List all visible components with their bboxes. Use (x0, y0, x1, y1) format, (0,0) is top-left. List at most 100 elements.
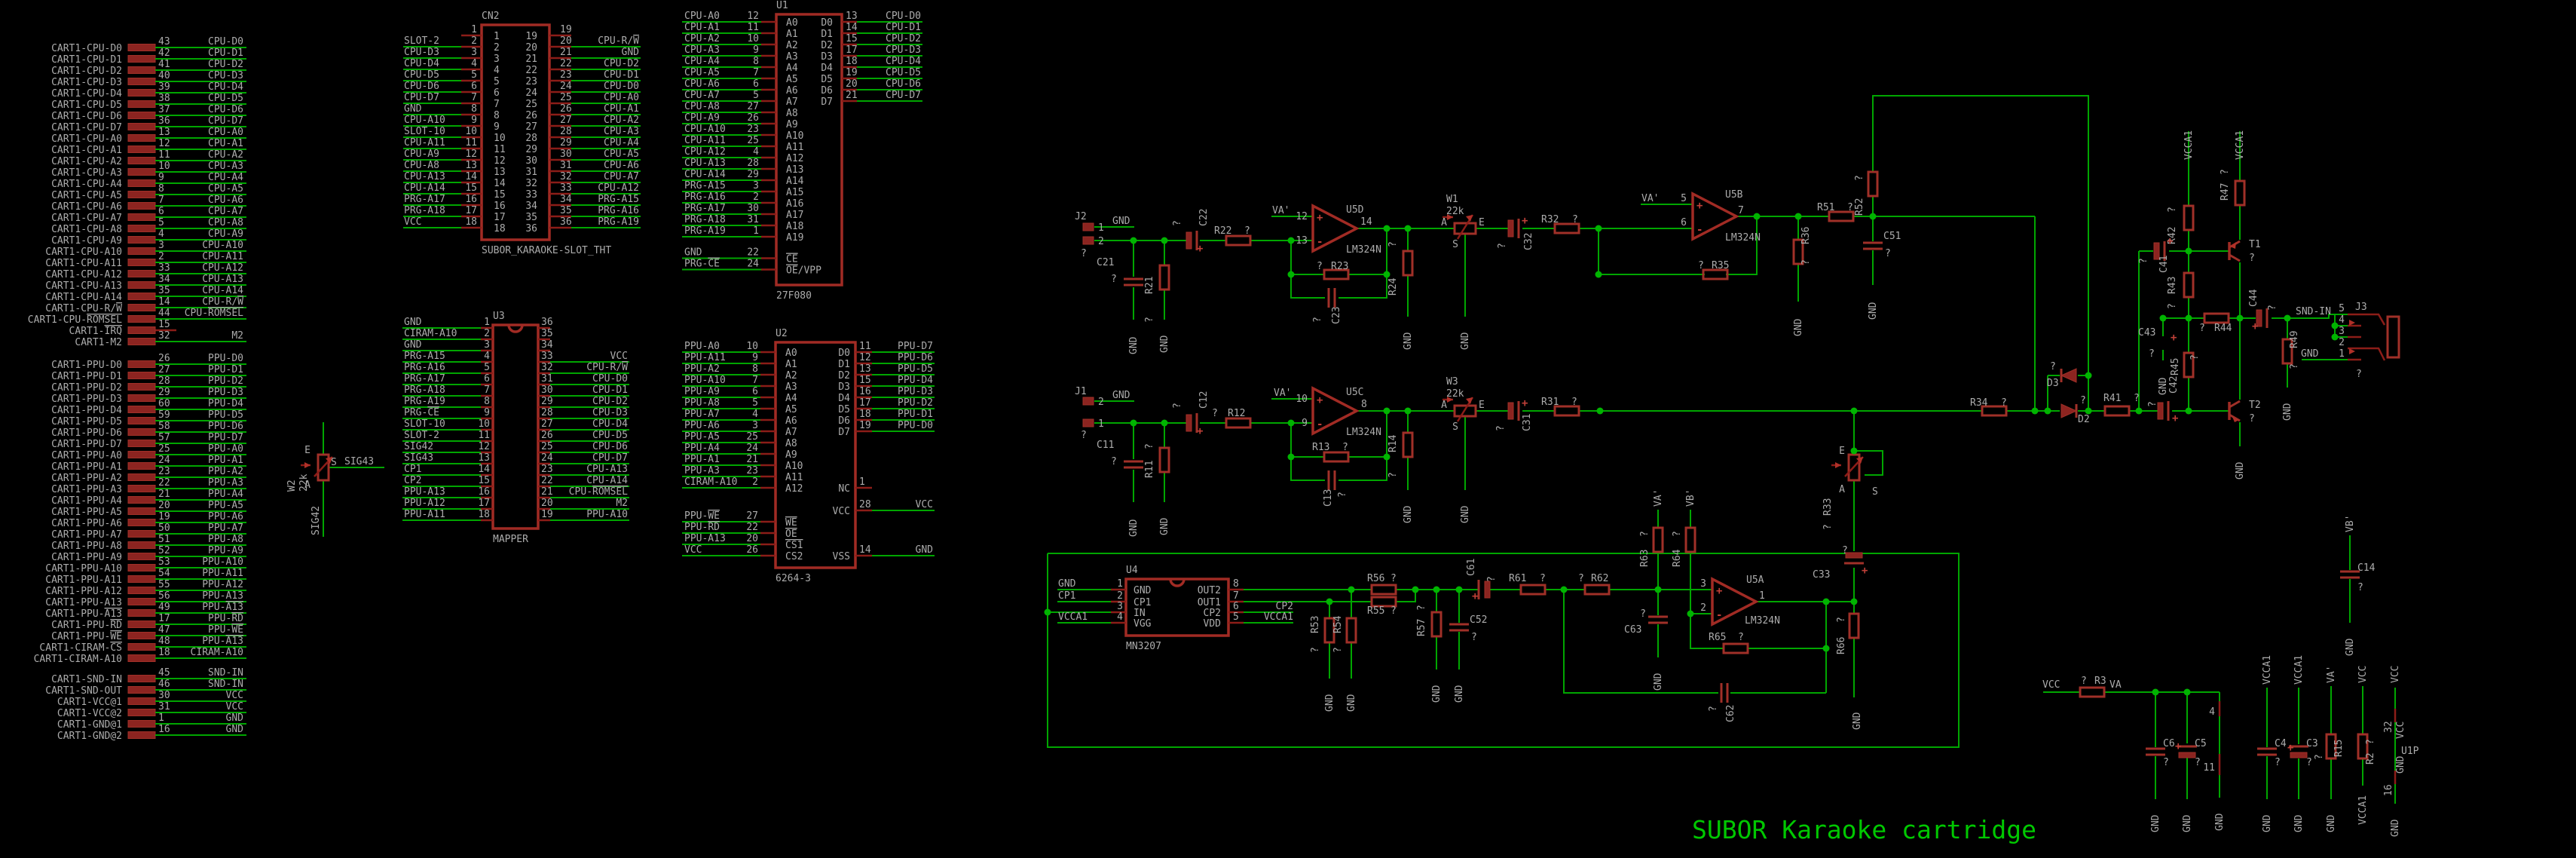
label: + (1522, 397, 1528, 409)
label: E (1839, 446, 1845, 457)
connector-pin-label: CART1-CPU-A5 (51, 190, 122, 201)
capacitor-polarized (1186, 231, 1192, 250)
net-label: CPU-D2 (592, 396, 628, 407)
label: C44 (2248, 289, 2259, 307)
pin-name: A8 (785, 438, 797, 449)
pin-name: 23 (525, 76, 537, 87)
label: R21 (1144, 277, 1155, 294)
label: 4 (2209, 706, 2215, 718)
pin-number: 7 (753, 67, 759, 78)
power-label: VCC (2357, 666, 2369, 683)
net-label: PPU-A5 (208, 500, 243, 511)
connector-pad (1082, 418, 1094, 427)
pin-name: 7 (494, 99, 500, 110)
connector-pad (1082, 222, 1094, 231)
connector-pin-label: CART1-PPU-A8 (51, 541, 122, 552)
connector-pin-label: CART1-GND@2 (57, 731, 122, 742)
connector-pin-label: CART1-CPU-A8 (51, 224, 122, 235)
label: R65 (1709, 632, 1726, 643)
net-label: PRG-A16 (404, 362, 445, 373)
power-label: GND (2345, 638, 2356, 656)
pin-number: 14 (465, 171, 477, 182)
opamp-minus-icon: - (1317, 236, 1323, 248)
label: ? (1144, 443, 1155, 449)
connector-pad (127, 168, 156, 176)
connector-pin-label: CART1-GND@1 (57, 719, 122, 731)
connector-pin-label: CART1-PPU-A4 (51, 495, 122, 507)
net-label: PPU-A7 (684, 409, 720, 420)
label: VA' (2326, 666, 2337, 683)
pin-name: OUT1 (1198, 597, 1221, 608)
potentiometer (1453, 404, 1477, 418)
pin-number: 7 (471, 92, 477, 103)
label: ? (2163, 757, 2169, 768)
resistor (1158, 264, 1170, 291)
net-label: GND (916, 544, 934, 556)
pin-number: 12 (158, 138, 170, 149)
net-label: VCC (404, 216, 421, 228)
pin-number: 8 (1233, 578, 1239, 590)
label: VCCA1 (2357, 795, 2369, 825)
connector-pad (127, 553, 156, 560)
net-label: GND (622, 47, 640, 58)
resistor (2325, 733, 2337, 760)
net-label: CPU-D4 (208, 81, 243, 93)
label: 32 (2383, 721, 2394, 733)
net-label: CPU-A7 (684, 90, 720, 101)
junction-dot (1287, 453, 1295, 461)
resistor (1684, 526, 1696, 553)
connector-pad (127, 417, 156, 424)
label: C21 (1097, 257, 1114, 268)
connector-pad (127, 134, 156, 142)
label: R45 (2170, 358, 2181, 375)
net-label: PPU-D6 (898, 352, 933, 363)
junction-dot (1130, 237, 1137, 244)
pin-name: A5 (786, 74, 798, 85)
wire (1854, 450, 1883, 476)
pin-number: 20 (846, 78, 858, 90)
connector-pin-label: CART1-PPU-A9 (51, 552, 122, 563)
pin-number: 29 (560, 137, 572, 149)
net-label: PPU-D1 (208, 364, 243, 375)
pin-name: NC (838, 483, 850, 495)
pin-name: 30 (525, 155, 537, 167)
label: VA' (1272, 205, 1290, 216)
net-label: PPU-A11 (202, 568, 243, 579)
label: ? (1495, 425, 1507, 431)
capacitor-polarized (2153, 242, 2160, 260)
net-label: CPU-A2 (684, 33, 720, 44)
label: LM324N (1745, 615, 1780, 627)
pin-number: 23 (541, 464, 553, 475)
connector-pin-label: CART1-CPU-D4 (51, 88, 122, 100)
net-label: CPU-D7 (592, 452, 628, 464)
junction-dot (1287, 271, 1295, 278)
pin-name: 28 (525, 133, 537, 144)
pin-name: A4 (785, 393, 797, 404)
net-label: CPU-D7 (886, 90, 921, 101)
label: ? (1698, 260, 1704, 271)
pin-number: 30 (560, 149, 572, 160)
net-label: PRG-CE (404, 407, 439, 418)
label: ? (1244, 225, 1250, 237)
label: C5 (2195, 738, 2207, 749)
net-label: CPU-A8 (208, 217, 243, 228)
connector-pin-label: CART1-PPU-D0 (51, 360, 122, 371)
net-label: PRG-A16 (598, 205, 639, 216)
pin-number: 2 (471, 35, 477, 47)
pin-number: 14 (846, 22, 858, 33)
power-label: GND (2293, 814, 2305, 832)
label: R15 (2333, 740, 2345, 757)
pin-number: 49 (158, 602, 170, 613)
label: S (1452, 239, 1458, 250)
wire (1290, 274, 1325, 299)
transistor-arrow-icon (2230, 242, 2236, 249)
capacitor-polarized (1845, 552, 1863, 559)
component-value: 27F080 (776, 290, 812, 302)
connector-pin-label: CART1-CPU-A2 (51, 156, 122, 167)
pin-name: A3 (785, 382, 797, 393)
pin-number: 1 (1117, 578, 1123, 590)
arrow-icon (1447, 214, 1453, 220)
resistor (1323, 268, 1350, 280)
junction-dot (2135, 407, 2143, 415)
